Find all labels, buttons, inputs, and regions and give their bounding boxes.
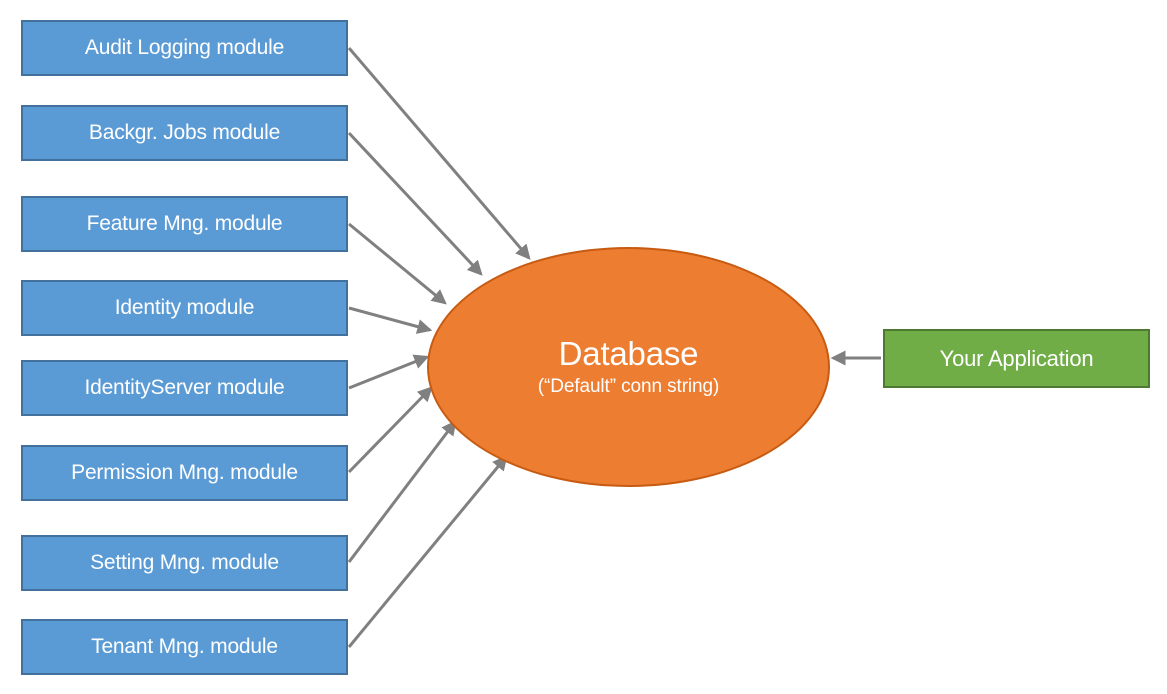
module-box-identityserver[interactable]: IdentityServer module bbox=[21, 360, 348, 416]
module-box-tenant-mng[interactable]: Tenant Mng. module bbox=[21, 619, 348, 675]
database-node[interactable]: Database (“Default” conn string) bbox=[427, 247, 830, 487]
module-box-background-jobs[interactable]: Backgr. Jobs module bbox=[21, 105, 348, 161]
arrow-identity-to-database bbox=[348, 306, 433, 334]
arrow-feature-mng-to-database bbox=[348, 222, 447, 305]
your-application-box[interactable]: Your Application bbox=[883, 329, 1150, 388]
module-box-audit-logging[interactable]: Audit Logging module bbox=[21, 20, 348, 76]
module-label: Feature Mng. module bbox=[86, 212, 283, 235]
module-label: Tenant Mng. module bbox=[91, 635, 278, 658]
database-subtitle: (“Default” conn string) bbox=[537, 376, 720, 397]
module-label: Audit Logging module bbox=[84, 36, 285, 59]
arrow-tenant-mng-to-database bbox=[347, 455, 508, 648]
module-label: Backgr. Jobs module bbox=[88, 121, 281, 144]
database-title: Database bbox=[558, 335, 699, 372]
module-box-permission-mng[interactable]: Permission Mng. module bbox=[21, 445, 348, 501]
arrow-setting-mng-to-database bbox=[347, 420, 457, 563]
module-label: Permission Mng. module bbox=[71, 461, 298, 484]
arrow-identityserver-to-database bbox=[348, 354, 430, 390]
arrow-permission-mng-to-database bbox=[347, 386, 433, 474]
arrow-background-jobs-to-database bbox=[347, 131, 483, 276]
your-application-label: Your Application bbox=[939, 345, 1094, 371]
arrow-audit-logging-to-database bbox=[347, 47, 531, 260]
module-box-identity[interactable]: Identity module bbox=[21, 280, 348, 336]
module-box-feature-mng[interactable]: Feature Mng. module bbox=[21, 196, 348, 252]
module-label: IdentityServer module bbox=[84, 376, 285, 399]
module-label: Identity module bbox=[114, 296, 255, 319]
module-box-setting-mng[interactable]: Setting Mng. module bbox=[21, 535, 348, 591]
module-label: Setting Mng. module bbox=[90, 551, 279, 574]
